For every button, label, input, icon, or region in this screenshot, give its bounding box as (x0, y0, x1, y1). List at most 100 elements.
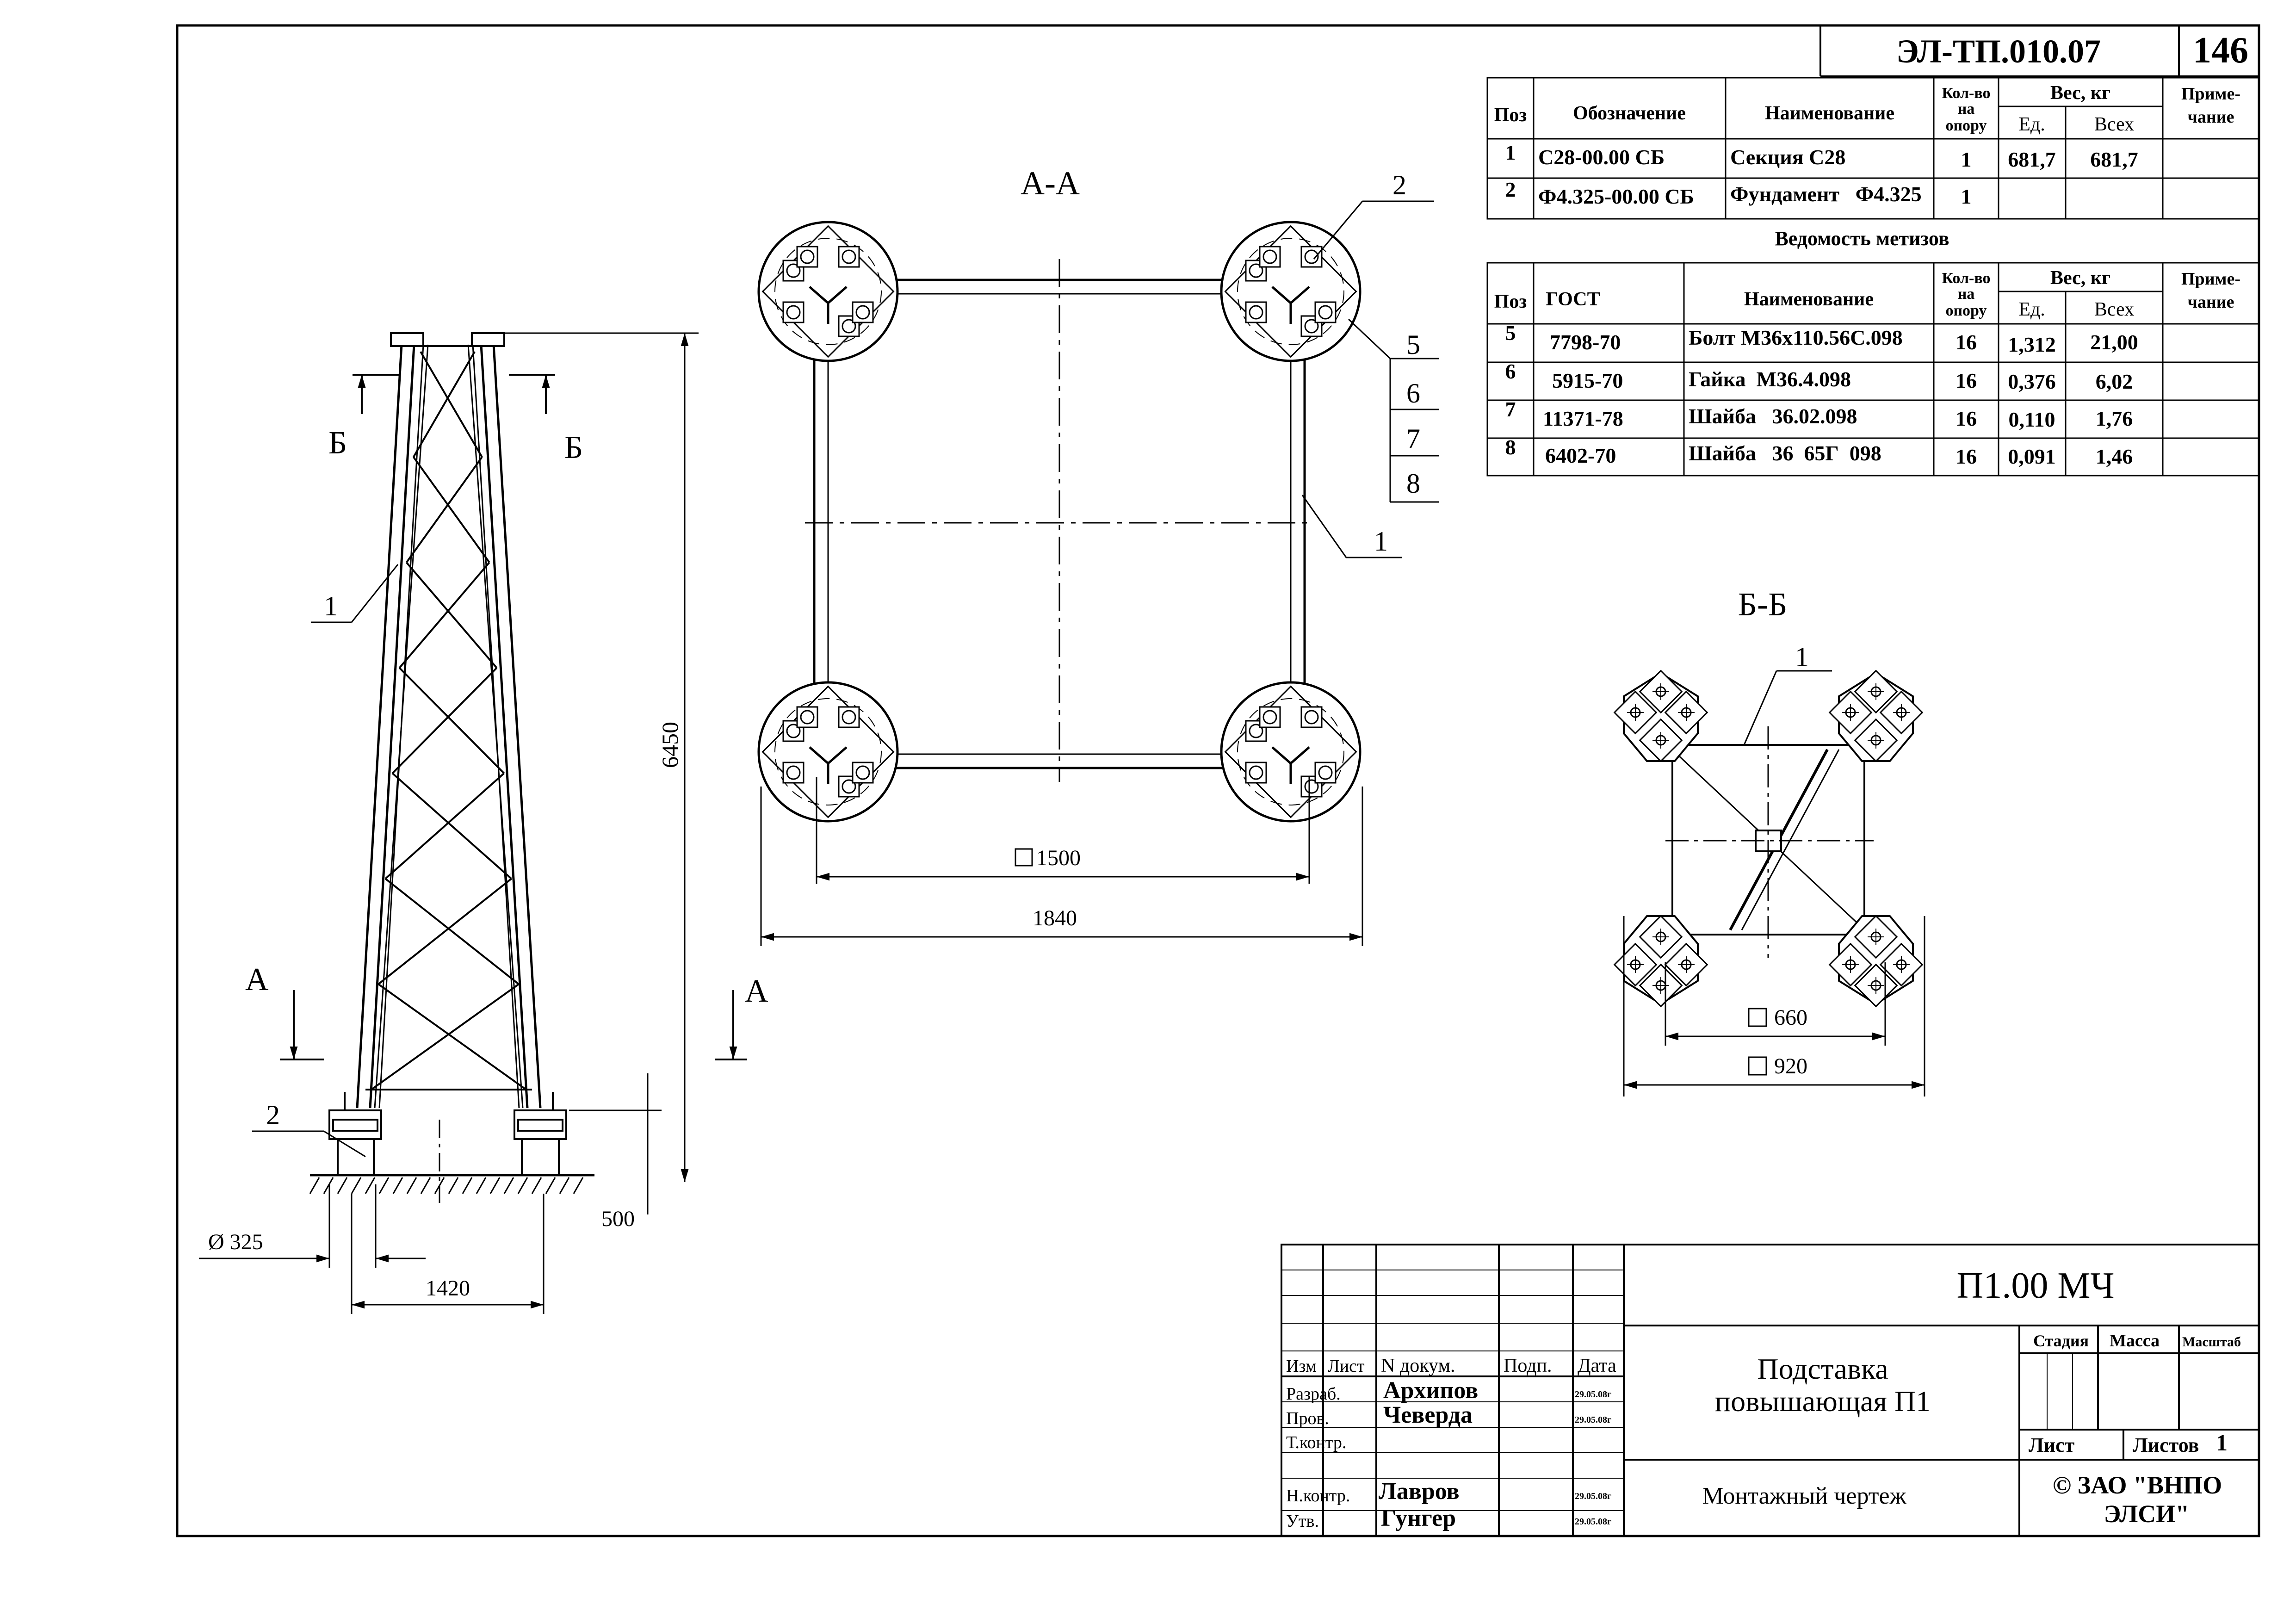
section-aa-view: А-А 2 5 6 7 8 1 (757, 165, 1439, 946)
tower-lattice (371, 351, 527, 1090)
aa-callout-6: 6 (1406, 378, 1420, 409)
spec-hdr-qty-3: опору (1945, 117, 1987, 134)
bb-dim-inner: 660 (1774, 1005, 1807, 1030)
fast-r1-name: Болт М36х110.56С.098 (1689, 326, 1903, 349)
aa-foundation-base-4 (1220, 681, 1362, 823)
fast-hdr-unit: Ед. (2018, 299, 2045, 320)
aa-callout-5: 5 (1406, 329, 1420, 360)
tb-col-izm: Изм (1286, 1357, 1317, 1376)
fast-r4-pos: 8 (1505, 435, 1516, 459)
tb-stage-label: Стадия (2033, 1332, 2089, 1350)
fast-r3-pos: 7 (1505, 397, 1516, 421)
fast-hdr-name: Наименование (1744, 289, 1874, 310)
doc-code-box: ЭЛ-ТП.010.07 146 (1819, 25, 2259, 77)
fast-r3-gost: 11371-78 (1543, 407, 1623, 430)
spec-r2-qty: 1 (1961, 185, 1972, 208)
fast-hdr-note-1: Приме- (2181, 269, 2240, 289)
spec-hdr-name: Наименование (1765, 103, 1894, 124)
page-number: 146 (2193, 30, 2248, 71)
section-bb-view: Б-Б 1 6 (1613, 586, 1925, 1096)
tb-name-5: Лавров (1379, 1478, 1460, 1505)
fast-r3-total: 1,76 (2096, 407, 2133, 430)
fast-r4-unit: 0,091 (2008, 445, 2056, 468)
section-bb-title: Б-Б (1738, 586, 1788, 623)
tb-name-1: Архипов (1383, 1377, 1478, 1404)
spec-r2-designation: Ф4.325-00.00 СБ (1538, 185, 1694, 208)
tb-date-1: 29.05.08г (1575, 1389, 1611, 1400)
tb-date-2: 29.05.08г (1575, 1415, 1611, 1425)
tb-name-6: Гунгер (1381, 1505, 1456, 1531)
spec-hdr-note-2: чание (2187, 107, 2234, 127)
tb-doc-type: Монтажный чертеж (1702, 1483, 1906, 1509)
spec-hdr-note-1: Приме- (2181, 84, 2240, 104)
front-view: Б Б А А 1 2 6450 500 Ø 325 (199, 332, 768, 1314)
spec-r1-name: Секция С28 (1730, 145, 1845, 169)
tb-date-5: 29.05.08г (1575, 1491, 1611, 1501)
fast-hdr-pos: Поз (1494, 291, 1527, 312)
spec-hdr-unit: Ед. (2018, 114, 2045, 135)
aa-foundation-base-1 (757, 221, 899, 362)
front-callout-1: 1 (324, 591, 338, 621)
dim-height: 6450 (657, 722, 683, 768)
spec-r1-unit: 681,7 (2008, 148, 2056, 171)
aa-callout-8: 8 (1406, 468, 1420, 499)
aa-callout-1: 1 (1374, 526, 1388, 557)
spec-hdr-pos: Поз (1494, 105, 1527, 126)
spec-hdr-qty-1: Кол-во (1942, 85, 1990, 102)
tb-col-list: Лист (1328, 1357, 1365, 1376)
tb-role-2: Пров. (1286, 1409, 1329, 1428)
fast-r4-total: 1,46 (2096, 445, 2133, 468)
fast-r2-unit: 0,376 (2008, 370, 2056, 393)
fast-r4-qty: 16 (1956, 445, 1977, 468)
aa-dim-outer: 1840 (1033, 906, 1077, 930)
tb-name-2: Чеверда (1383, 1402, 1473, 1428)
section-mark-a-right: А (745, 973, 768, 1009)
spec-hdr-weight: Вес, кг (2050, 82, 2110, 104)
aa-foundation-base-2 (1220, 221, 1362, 362)
fast-hdr-weight: Вес, кг (2050, 267, 2110, 289)
tb-sheets-label: Листов (2133, 1434, 2199, 1456)
fast-hdr-qty-3: опору (1945, 302, 1987, 319)
fast-r2-total: 6,02 (2096, 370, 2133, 393)
tb-role-6: Утв. (1286, 1511, 1319, 1531)
bb-callout-1: 1 (1795, 642, 1809, 672)
spec-r1-total: 681,7 (2090, 148, 2138, 171)
tb-company-line2: ЭЛСИ" (2104, 1500, 2189, 1528)
section-aa-title: А-А (1021, 165, 1080, 202)
bb-corner-plate-4 (1828, 915, 1924, 1008)
spec-table: Поз Обозначение Наименование Кол-во на о… (1486, 77, 2260, 220)
tb-designation: П1.00 МЧ (1957, 1265, 2115, 1306)
fast-r1-unit: 1,312 (2008, 333, 2056, 356)
doc-code: ЭЛ-ТП.010.07 (1896, 33, 2101, 70)
fast-r4-gost: 6402-70 (1545, 444, 1616, 467)
title-block: П1.00 МЧ Изм Лист N докум. Подп. Дата Ра… (1281, 1244, 2260, 1537)
bb-corner-plate-3 (1613, 915, 1708, 1008)
fast-r1-qty: 16 (1956, 330, 1977, 354)
dim-base-width: 1420 (426, 1276, 470, 1301)
tb-sheet-label: Лист (2029, 1434, 2075, 1456)
fast-r3-qty: 16 (1956, 407, 1977, 430)
drawing-frame (176, 24, 2260, 1537)
fast-hdr-total: Всех (2094, 299, 2134, 320)
bb-dim-outer: 920 (1774, 1054, 1807, 1078)
section-mark-a-left: А (245, 962, 269, 997)
section-mark-b-right: Б (564, 430, 583, 465)
tb-mass-label: Масса (2110, 1331, 2160, 1350)
front-callout-2: 2 (266, 1100, 280, 1130)
fastener-table: Ведомость метизов Поз ГОСТ Наименование … (1486, 227, 2260, 477)
bb-corner-plate-2 (1828, 669, 1924, 762)
fastener-title: Ведомость метизов (1775, 227, 1949, 250)
aa-foundation-base-3 (757, 681, 899, 823)
tb-title-line1: Подставка (1757, 1352, 1888, 1385)
tb-role-1: Разраб. (1286, 1384, 1341, 1404)
bb-corner-plate-1 (1613, 669, 1708, 762)
fast-hdr-qty-2: на (1958, 285, 1975, 303)
fast-r1-gost: 7798-70 (1550, 330, 1621, 354)
tb-role-5: Н.контр. (1286, 1486, 1350, 1505)
fast-r2-name: Гайка М36.4.098 (1689, 367, 1851, 391)
spec-hdr-total: Всех (2094, 114, 2134, 135)
spec-hdr-designation: Обозначение (1573, 103, 1686, 124)
spec-r1-designation: С28-00.00 СБ (1538, 145, 1665, 169)
tb-col-sign: Подп. (1504, 1355, 1552, 1376)
